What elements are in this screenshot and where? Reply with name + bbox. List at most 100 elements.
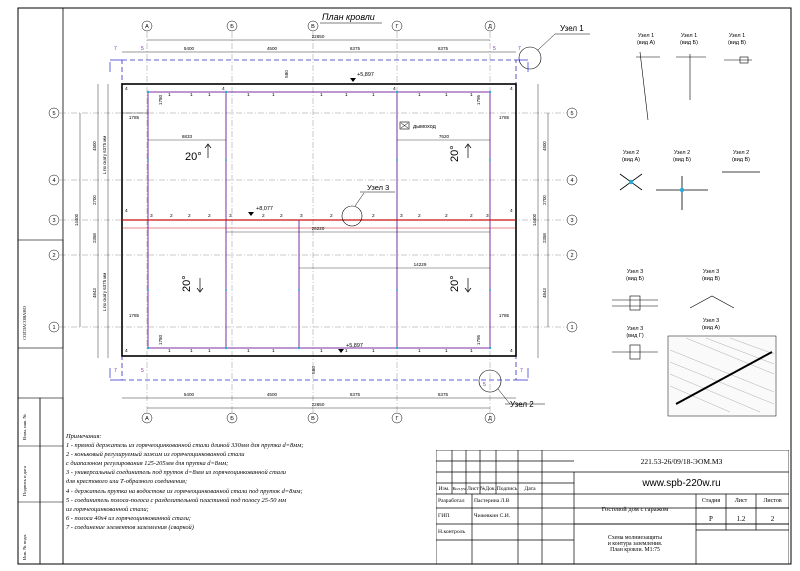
svg-text:3: 3 <box>229 213 232 219</box>
note-item: из горячеоцинкованной стали; <box>66 505 149 513</box>
note-item: 1 - прямой держатель из горячеоцинкованн… <box>66 442 304 450</box>
svg-text:1: 1 <box>190 92 193 98</box>
svg-text:Узел 3: Узел 3 <box>703 318 719 324</box>
svg-text:4: 4 <box>510 348 513 354</box>
node1-view-b: Узел 1 <box>681 33 697 39</box>
note-item: 4 - держатель прутка на водостоке из гор… <box>66 487 303 495</box>
dim-top-1: 5400 <box>184 46 195 51</box>
axis-row-2-left: 2 <box>52 253 55 259</box>
dim-left-3: 2700 <box>92 195 97 205</box>
slope-nw: 20° <box>185 151 202 163</box>
node2-details: Узел 2(вид А) Узел 2(вид Б) Узел 2(вид В… <box>622 150 750 163</box>
svg-text:1: 1 <box>372 348 375 354</box>
dim-580-b: 580 <box>311 366 316 374</box>
axis-col-g-top: Г <box>396 24 399 30</box>
axis-col-v-top: В <box>311 24 315 30</box>
svg-text:1: 1 <box>247 348 250 354</box>
note-item: с диапазоном регулирования 125-205мм для… <box>66 460 229 468</box>
dim-bottom-1: 5400 <box>184 392 195 397</box>
node1-details: Узел 1 (вид А) Узел 1 (вид Б) Узел 1 (ви… <box>637 33 746 46</box>
svg-text:1: 1 <box>345 348 348 354</box>
stamp-sign: Подпись и дата <box>22 466 27 496</box>
corner-mark-br: 7 <box>520 368 523 374</box>
node1-view-a: Узел 1 <box>638 33 654 39</box>
svg-text:(вид Б): (вид Б) <box>673 157 691 163</box>
stamp-inv: Взам. инв. № <box>22 414 27 440</box>
svg-text:Узел 3: Узел 3 <box>627 269 643 275</box>
role-developer: Разработал <box>438 498 465 504</box>
svg-text:4: 4 <box>510 86 513 92</box>
corner-mark-tr: 7 <box>518 46 521 52</box>
elevation-bottom: +5,897 <box>346 343 363 349</box>
axis-col-b-top: Б <box>230 24 234 30</box>
axis-col-v-bottom: В <box>311 416 315 422</box>
dim-top-4: 6375 <box>438 46 449 51</box>
svg-text:1: 1 <box>345 92 348 98</box>
dim-left-total: 14400 <box>74 213 79 226</box>
svg-text:4: 4 <box>393 86 396 92</box>
dim-right-4: 4500 <box>542 141 547 151</box>
span-left-top: L по скату 6375 мм <box>102 136 107 175</box>
dim-inner-4: 1785 <box>499 313 510 318</box>
corner-mark-bl: 7 <box>114 368 117 374</box>
svg-text:1: 1 <box>208 92 211 98</box>
axis-col-d-bottom: Д <box>488 416 492 422</box>
axis-row-1-left: 1 <box>52 325 55 331</box>
svg-text:2: 2 <box>330 213 333 219</box>
svg-text:(вид Б): (вид Б) <box>680 40 698 46</box>
dim-left-4: 4500 <box>92 141 97 151</box>
stamp-orig: Инв. № подл. <box>22 533 27 560</box>
dim-right-2: 2358 <box>542 233 547 243</box>
header-date: Дата <box>524 485 536 492</box>
svg-text:1: 1 <box>418 92 421 98</box>
svg-text:1: 1 <box>190 348 193 354</box>
corner-mark5-tr: 5 <box>493 46 496 52</box>
span-left-bottom: L по скату 6375 мм <box>102 273 107 312</box>
svg-text:(вид В): (вид В) <box>702 276 720 282</box>
svg-text:1: 1 <box>168 348 171 354</box>
svg-text:4: 4 <box>222 86 225 92</box>
svg-text:3: 3 <box>150 213 153 219</box>
dim-left-1: 4843 <box>92 288 97 298</box>
svg-text:2: 2 <box>170 213 173 219</box>
role-control: Н.контроль <box>438 529 466 535</box>
note-item: для крестового или Т-образного соединени… <box>66 478 188 486</box>
axis-col-g-bottom: Г <box>396 416 399 422</box>
axis-col-a-bottom: А <box>145 416 149 422</box>
svg-text:(вид В): (вид В) <box>728 40 746 46</box>
slope-sw: 20° <box>181 275 193 292</box>
header-doc: №Док. <box>479 485 497 492</box>
dim-top-2: 4500 <box>267 46 278 51</box>
dim-top-3: 6375 <box>350 46 361 51</box>
svg-text:4: 4 <box>125 348 128 354</box>
svg-text:2: 2 <box>470 213 473 219</box>
title-block: 221.53-26/09/18-ЭОМ.МЗ www.spb-220w.ru И… <box>436 450 789 564</box>
axis-row-5-right: 5 <box>570 111 573 117</box>
axis-col-a-top: А <box>145 24 149 30</box>
svg-text:Узел 3: Узел 3 <box>703 269 719 275</box>
dim-6833: 6833 <box>182 134 193 139</box>
dim-7620: 7620 <box>439 134 450 139</box>
svg-text:Узел 3: Узел 3 <box>627 326 643 332</box>
node3-details: Узел 3(вид Б) Узел 3(вид В) Узел 3(вид Г… <box>626 269 720 339</box>
dim-bottom-total: 22650 <box>312 402 325 407</box>
dim-right-total: 14400 <box>532 213 537 226</box>
name-gip: Чижевкин С.И. <box>474 513 511 519</box>
slope-labels: 20° 20° 20° 20° <box>181 145 461 292</box>
sheets-value: 2 <box>770 515 775 523</box>
header-list: Лист <box>467 485 479 492</box>
axis-row-3-right: 3 <box>570 218 573 224</box>
note-item: 3 - универсальный соединитель под пруток… <box>66 469 286 477</box>
dim-top-total: 22650 <box>312 34 325 39</box>
corner-mark5-br: 5 <box>483 382 486 388</box>
plan-title: План кровли <box>322 12 375 22</box>
dim-1780-a: 1780 <box>158 94 163 105</box>
axis-row-3-left: 3 <box>52 218 55 224</box>
dim-left-2: 2358 <box>92 233 97 243</box>
svg-text:1: 1 <box>320 92 323 98</box>
svg-text:Узел 2: Узел 2 <box>623 150 639 156</box>
svg-text:1: 1 <box>272 348 275 354</box>
dim-inner-1: 1785 <box>129 115 140 120</box>
elevation-ridge: +8,077 <box>256 206 273 212</box>
